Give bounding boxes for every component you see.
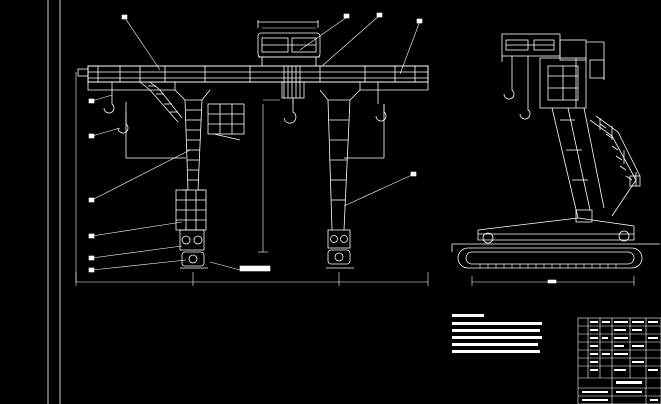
right-hook	[344, 82, 387, 159]
drawing-frame	[47, 0, 61, 404]
left-hook	[103, 82, 186, 159]
crawler-track	[451, 243, 660, 269]
technical-notes	[452, 314, 542, 353]
side-legs	[551, 107, 641, 219]
main-hook	[281, 66, 305, 124]
leader-lines	[88, 12, 423, 273]
dimension-lines	[75, 27, 429, 286]
side-girder	[539, 57, 587, 109]
track-links	[479, 264, 617, 268]
title-block-text	[582, 321, 658, 401]
side-elevation-view	[451, 33, 660, 286]
winch-house	[501, 33, 605, 80]
front-elevation-view	[75, 12, 429, 286]
right-leg	[319, 89, 361, 269]
side-hooks	[503, 56, 531, 120]
left-leg	[139, 81, 245, 269]
main-girder	[77, 65, 429, 91]
trolley	[257, 20, 321, 66]
side-dimensions	[471, 276, 635, 286]
sill-beam	[477, 209, 635, 244]
title-block	[577, 317, 661, 404]
